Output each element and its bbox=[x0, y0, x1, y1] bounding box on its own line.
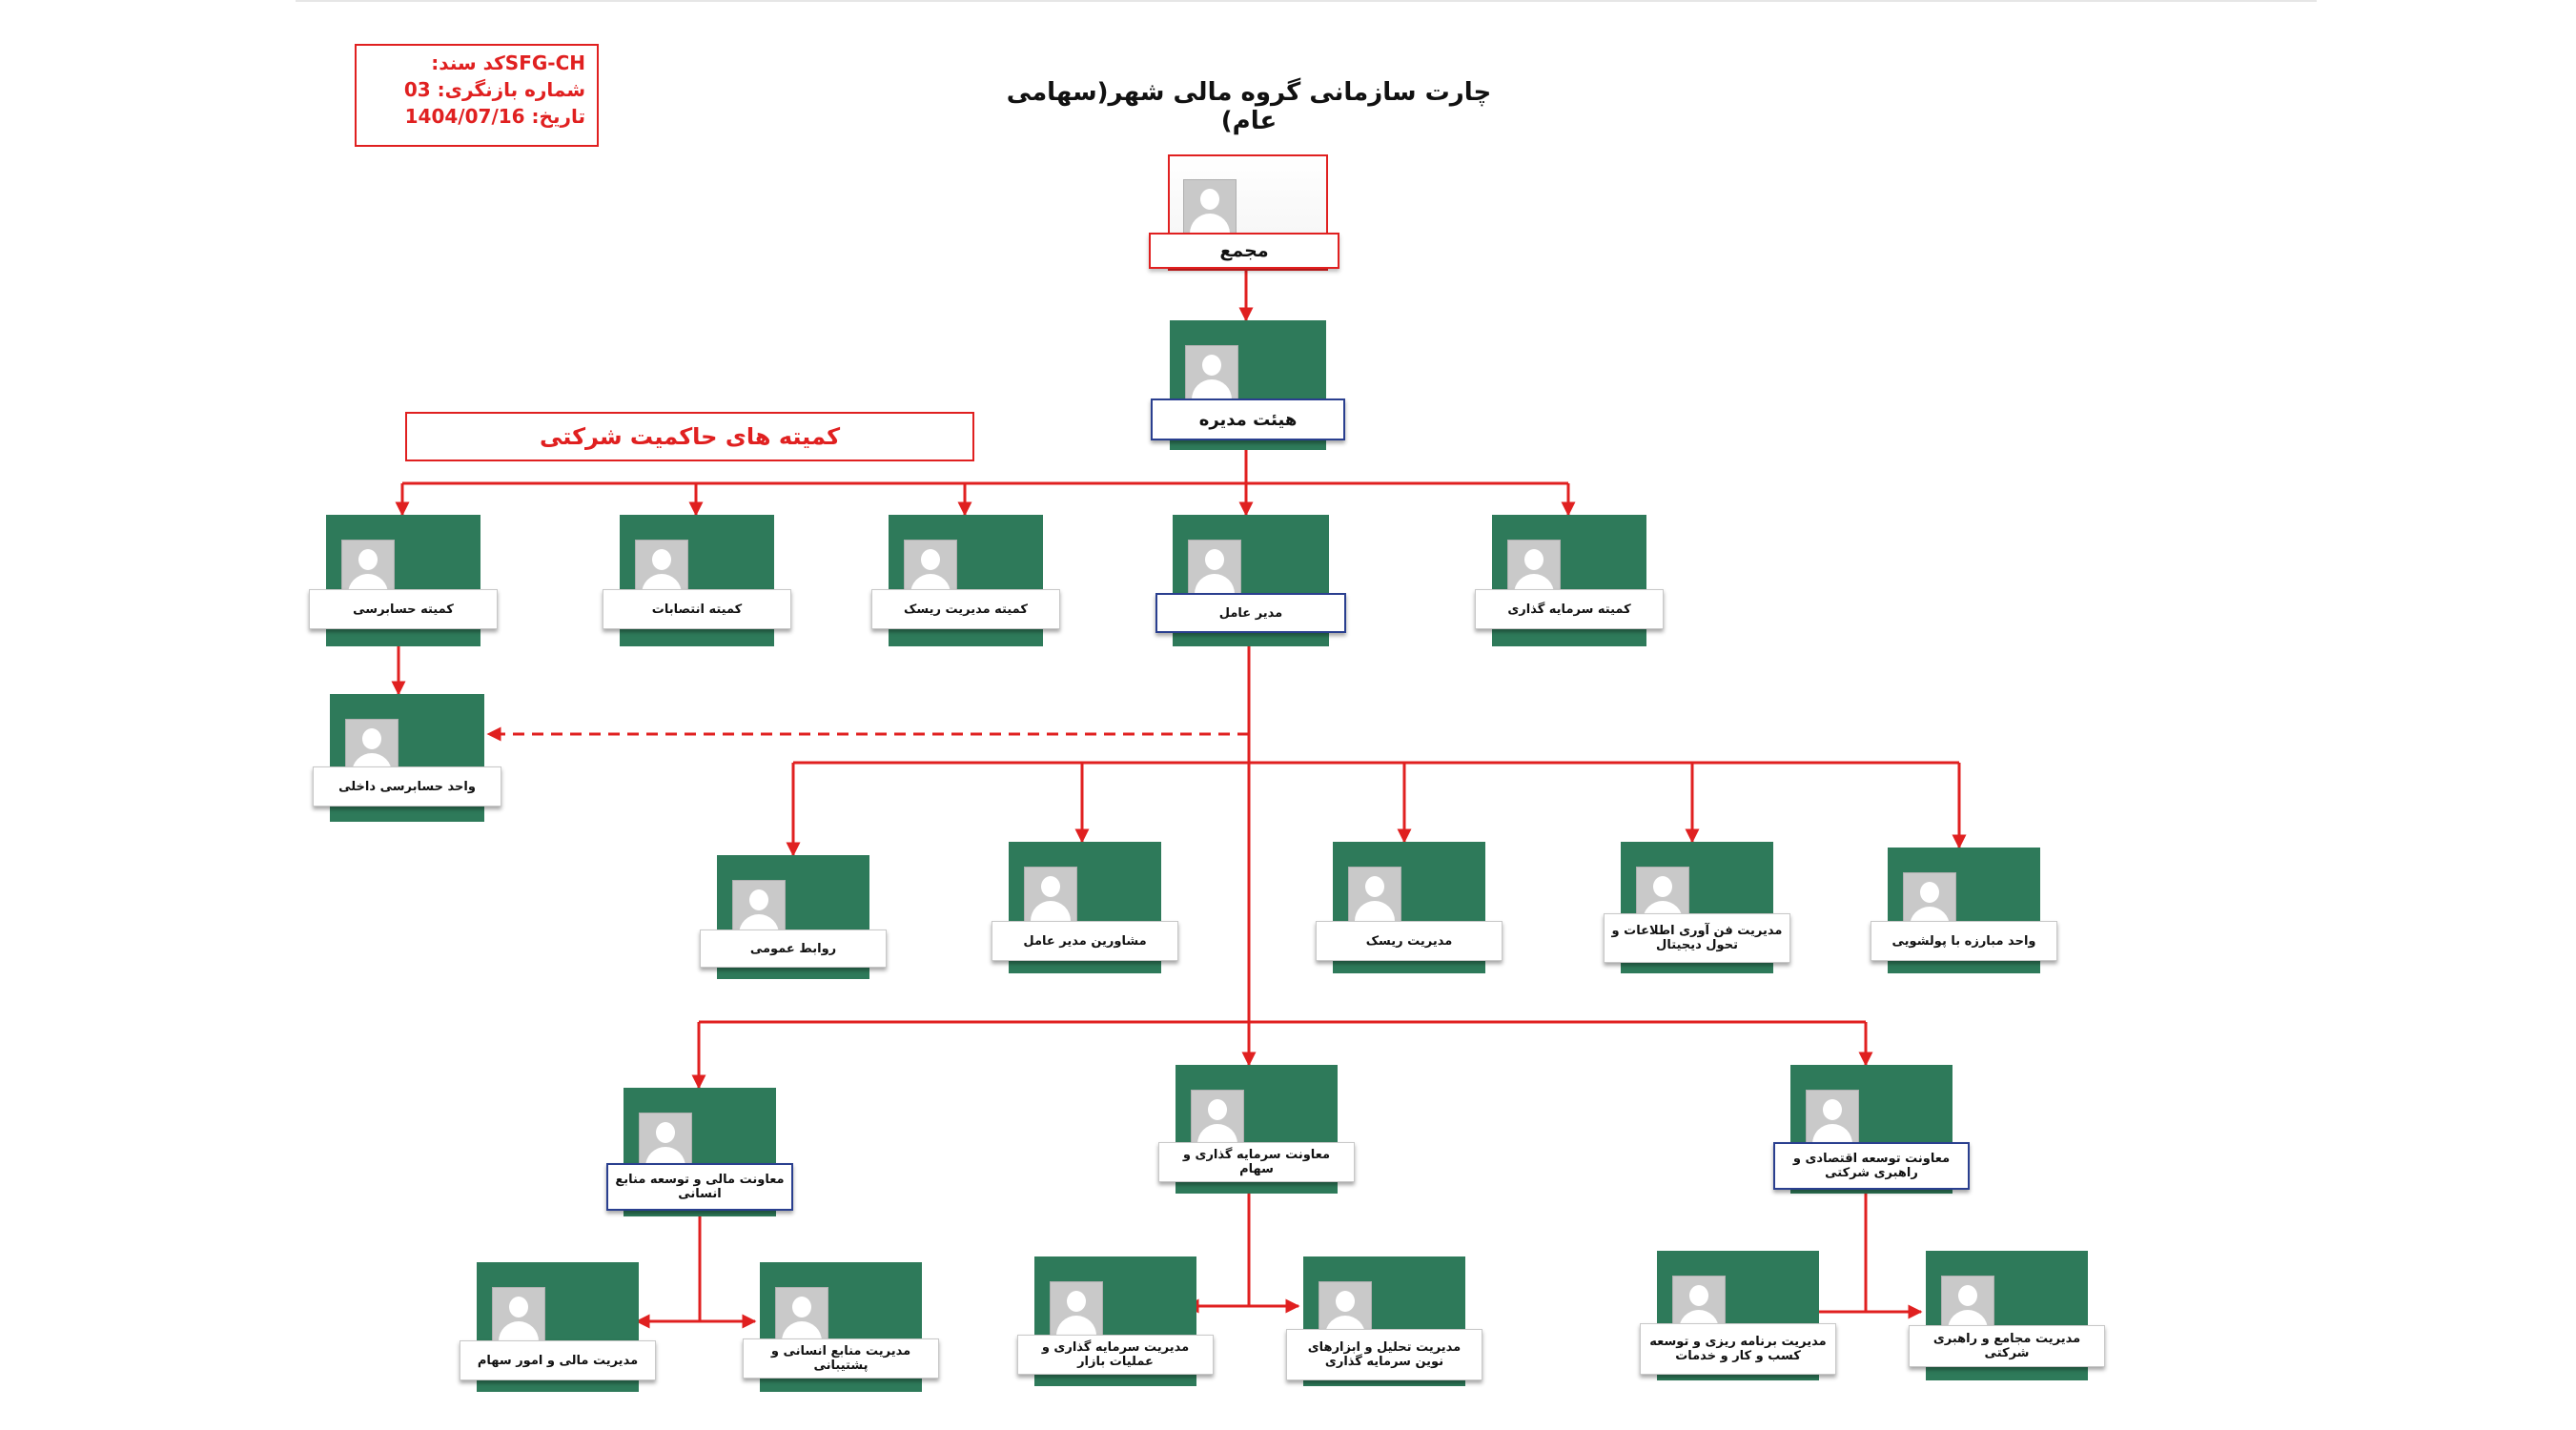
node-label: روابط عمومی bbox=[700, 930, 887, 968]
node-label: مدیر عامل bbox=[1155, 593, 1346, 633]
node-label: مدیریت ریسک bbox=[1316, 921, 1503, 961]
person-placeholder-icon bbox=[635, 540, 688, 597]
node-label: مدیریت برنامه ریزی و توسعه کسب و کار و خ… bbox=[1640, 1323, 1836, 1375]
node-label: هیئت مدیره bbox=[1151, 398, 1345, 440]
node-label: مشاورین مدیر عامل bbox=[992, 921, 1178, 961]
node-label: واحد مبارزه با پولشویی bbox=[1871, 921, 2057, 961]
person-placeholder-icon bbox=[1188, 540, 1241, 597]
person-placeholder-icon bbox=[1191, 1090, 1244, 1147]
person-placeholder-icon bbox=[1348, 867, 1401, 924]
document-info-box: SFG-CHکد سند: شماره بازنگری: 03 تاریخ: 1… bbox=[355, 44, 599, 147]
person-placeholder-icon bbox=[492, 1287, 545, 1344]
chart-title: چارت سازمانی گروه مالی شهر(سهامی عام) bbox=[1006, 78, 1492, 135]
node-label: مجمع bbox=[1149, 233, 1339, 269]
node-label: معاونت سرمایه گذاری و سهام bbox=[1158, 1142, 1355, 1182]
node-label: کمیته حسابرسی bbox=[309, 589, 498, 629]
person-placeholder-icon bbox=[1050, 1281, 1103, 1338]
node-label: کمیته مدیریت ریسک bbox=[871, 589, 1060, 629]
person-placeholder-icon bbox=[1806, 1090, 1859, 1147]
top-border-line bbox=[296, 0, 2317, 2]
person-placeholder-icon bbox=[1185, 345, 1238, 402]
person-placeholder-icon bbox=[639, 1113, 692, 1170]
node-label: مدیریت مجامع و راهبری شرکتی bbox=[1909, 1325, 2105, 1367]
person-placeholder-icon bbox=[1507, 540, 1561, 597]
node-label: مدیریت منابع انسانی و پشتیبانی bbox=[743, 1338, 939, 1379]
person-placeholder-icon bbox=[1941, 1276, 1994, 1333]
node-label: مدیریت تحلیل و ابزارهای نوین سرمایه گذار… bbox=[1286, 1329, 1482, 1380]
person-placeholder-icon bbox=[904, 540, 957, 597]
node-label: معاونت مالی و توسعه منابع انسانی bbox=[606, 1163, 793, 1211]
person-placeholder-icon bbox=[775, 1287, 828, 1344]
governance-committees-label: کمیته های حاکمیت شرکتی bbox=[405, 412, 974, 461]
node-label: واحد حسابرسی داخلی bbox=[313, 766, 501, 807]
document-date: تاریخ: 1404/07/16 bbox=[404, 105, 585, 128]
node-label: کمیته انتصابات bbox=[603, 589, 791, 629]
person-placeholder-icon bbox=[341, 540, 395, 597]
node-label: مدیریت فن آوری اطلاعات و تحول دیجیتال bbox=[1604, 913, 1790, 963]
person-placeholder-icon bbox=[1024, 867, 1077, 924]
revision-number: شماره بازنگری: 03 bbox=[403, 78, 585, 101]
node-label: معاونت توسعه اقتصادی و راهبری شرکتی bbox=[1773, 1142, 1970, 1190]
node-label: کمیته سرمایه گذاری bbox=[1475, 589, 1664, 629]
person-placeholder-icon bbox=[732, 880, 786, 937]
node-label: مدیریت مالی و امور سهام bbox=[460, 1340, 656, 1380]
person-placeholder-icon bbox=[1183, 179, 1237, 236]
document-code: SFG-CHکد سند: bbox=[431, 51, 585, 74]
node-label: مدیریت سرمایه گذاری و عملیات بازار bbox=[1017, 1335, 1214, 1375]
